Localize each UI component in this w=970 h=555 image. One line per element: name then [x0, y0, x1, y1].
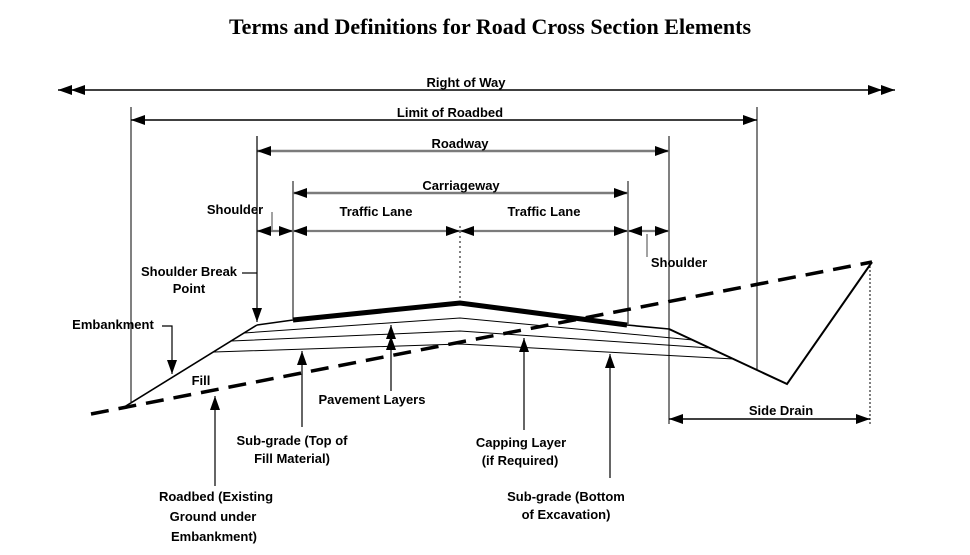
label-pointers: [162, 136, 648, 486]
pavement-layer-line-3: [213, 343, 735, 360]
carriageway-label: Carriageway: [422, 178, 500, 193]
right-of-way-label: Right of Way: [427, 75, 507, 90]
capping-layer-label-line1: Capping Layer: [476, 435, 566, 450]
shoulder-break-label-line2: Point: [173, 281, 206, 296]
pavement-layer-line-1: [243, 317, 694, 341]
subgrade-top-label-line1: Sub-grade (Top of: [237, 433, 349, 448]
fill-label: Fill: [192, 373, 211, 388]
shoulder-right-label: Shoulder: [651, 255, 707, 270]
shoulder-left-label: Shoulder: [207, 202, 263, 217]
pavement-surface-thick-line: [292, 300, 628, 328]
roadbed-label-line1: Roadbed (Existing: [159, 489, 273, 504]
subgrade-top-label-line2: Fill Material): [254, 451, 330, 466]
traffic-lane-right-label: Traffic Lane: [508, 204, 581, 219]
extension-lines: [130, 107, 871, 424]
feature-labels: Shoulder Break Point Embankment Fill Pav…: [72, 264, 625, 544]
cross-section-geometry: [90, 260, 873, 416]
traffic-lane-left-label: Traffic Lane: [340, 204, 413, 219]
embankment-pointer-arrow: [162, 325, 177, 374]
left-shoulder-surface-line: [256, 319, 294, 326]
embankment-label: Embankment: [72, 317, 154, 332]
limit-of-roadbed-label: Limit of Roadbed: [397, 105, 503, 120]
embankment-slope-line: [120, 324, 258, 410]
dimension-arrows: [58, 85, 895, 424]
capping-layer-label-line2: (if Required): [482, 453, 559, 468]
right-shoulder-surface-line: [626, 324, 670, 330]
roadbed-label-line3: Embankment): [171, 529, 257, 544]
side-drain-ditch-line: [668, 261, 873, 386]
pavement-layer-line-2: [230, 330, 711, 349]
page-title: Terms and Definitions for Road Cross Sec…: [229, 14, 752, 39]
subgrade-bottom-label-line1: Sub-grade (Bottom: [507, 489, 625, 504]
existing-ground-dashed-line: [90, 260, 873, 416]
shoulder-break-label-line1: Shoulder Break: [141, 264, 238, 279]
roadway-label: Roadway: [431, 136, 489, 151]
subgrade-bottom-label-line2: of Excavation): [522, 507, 611, 522]
pavement-layers-label: Pavement Layers: [319, 392, 426, 407]
side-drain-label: Side Drain: [749, 403, 813, 418]
roadbed-label-line2: Ground under: [170, 509, 257, 524]
dimension-labels: Right of Way Limit of Roadbed Roadway Ca…: [207, 75, 813, 418]
